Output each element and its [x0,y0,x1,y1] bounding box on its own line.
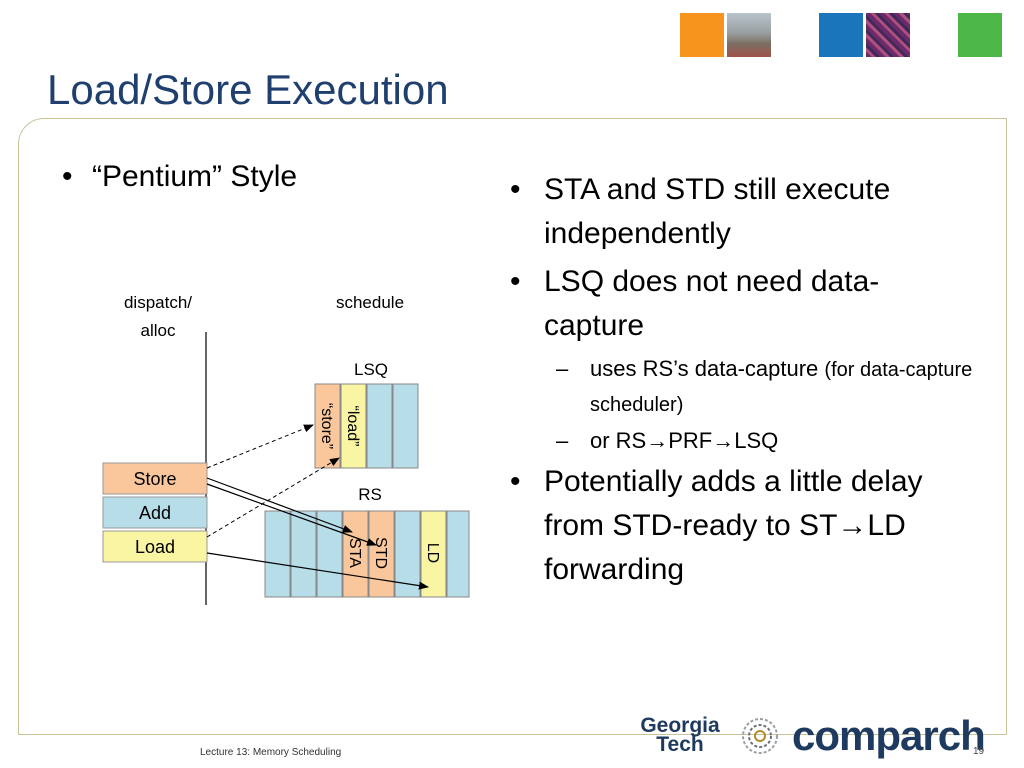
load-to-ld-arrow [206,552,429,590]
sub-bullet-item: or RS→PRF→LSQ [506,424,976,458]
right-bullet-list: STA and STD still execute independently … [506,168,976,596]
footer-text: Lecture 13: Memory Scheduling [200,747,342,758]
lsq-store-slot [314,383,341,469]
left-bullet-text: “Pentium” Style [92,160,298,193]
campus-photo-tile [727,13,771,57]
lsq-load-label: “load” [344,406,361,447]
rs-label: RS [358,485,382,504]
dispatch-add-label: Add [139,503,171,523]
store-to-sta-arrow [206,477,353,533]
chip-photo-tile [866,13,910,57]
dispatch-stack: Store Add Load [102,462,208,563]
rs-std-label: STD [372,537,389,569]
rs-sta-slot [342,510,369,598]
header-tiles [0,13,1024,57]
rs-sta-label: STA [346,538,363,568]
load-to-lsq-arrow [206,457,340,538]
rs-slot [290,510,317,598]
comparch-logo: comparch [792,712,986,759]
arrow-icon: → [712,428,735,453]
bullet-item: LSQ does not need data-capture [506,260,976,348]
page-number: 19 [973,746,985,757]
dispatch-load-label: Load [135,537,175,557]
schedule-label: schedule [336,293,404,312]
rs-slot [446,510,470,598]
sub-bullet-item: uses RS’s data-capture (for data-capture… [506,352,976,422]
lsq-store-label: “store” [318,403,335,449]
lsq-label: LSQ [354,360,388,379]
dispatch-load-entry [102,530,208,563]
sub-bullet-note: (for data-capture scheduler) [590,359,973,416]
content-frame [18,118,1007,735]
bullet-dot: • [62,160,73,193]
lsq-load-slot [340,383,367,469]
dispatch-store-entry [102,462,208,495]
dispatch-add-entry [102,496,208,529]
dispatch-store-label: Store [133,469,176,489]
store-to-lsq-arrow [206,424,314,469]
left-bullet: • “Pentium” Style [62,160,297,194]
dispatch-label: dispatch/ [124,293,192,312]
arrow-icon: → [837,509,868,542]
georgia-tech-logo: Georgia Tech [640,714,720,756]
lsq-slot [392,383,419,469]
orange-tile [680,13,724,57]
green-tile [958,13,1002,57]
arrow-icon: → [646,428,669,453]
lsq-queue: “store” “load” [314,383,419,469]
comparch-swirl-icon [742,718,778,754]
blue-tile [819,13,863,57]
alloc-label: alloc [141,321,176,340]
bullet-item: Potentially adds a little delay from STD… [506,460,976,592]
slide-title: Load/Store Execution [47,66,449,113]
rs-std-slot [368,510,395,598]
bullet-item: STA and STD still execute independently [506,168,976,256]
lsq-slot [366,383,393,469]
rs-ld-label: LD [424,543,441,563]
rs-queue: STA STD LD [264,510,470,598]
rs-slot [264,510,291,598]
store-to-std-arrow [206,483,377,546]
